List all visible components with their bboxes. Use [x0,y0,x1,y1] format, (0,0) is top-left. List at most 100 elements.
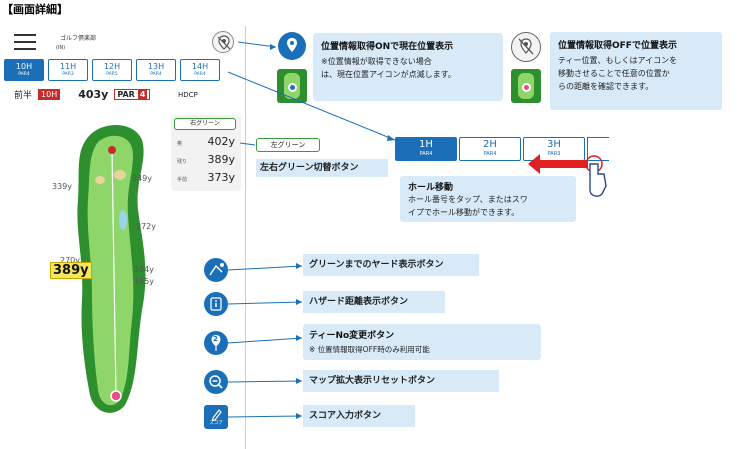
location-off-desc-2: 移動させることで任意の位置か [558,69,670,78]
hole-move-title: ホール移動 [408,183,454,193]
location-toggle-button[interactable] [212,31,234,53]
big-tab-number: 2H [483,139,497,150]
par-label: PAR [117,90,135,99]
hole-tab-par: PAR4 [150,72,162,77]
tee-position-dot [522,83,531,92]
big-tab-number: 3H [547,139,561,150]
course-name: ゴルフ倶楽部 [60,35,97,42]
target-yardage-label: 389y [50,262,92,279]
tee-pin-glyph [211,335,221,351]
green-row-label: 奥 [177,141,183,147]
distance-label: 272y [136,222,157,231]
green-row-back: 奥 402y [177,135,235,148]
info-glyph [210,297,222,311]
connector-arrowhead [387,135,395,141]
course-sub: (IN) [56,45,66,51]
hazard-button-label: ハザード距離表示ボタン [303,291,445,313]
hole-tab-number: 10H [15,62,33,71]
magnifier-glyph [209,375,223,389]
green-row-value: 402y [207,135,235,148]
location-on-callout: 位置情報取得ONで現在位置表示 ※位置情報が取得できない場合 は、現在位置アイコ… [313,33,503,101]
connector-arrowhead [296,335,302,341]
location-off-desc-1: ティー位置、もしくはアイコンを [558,56,678,65]
connector-arrowhead [296,378,302,384]
big-hole-tab-partial[interactable] [587,137,609,161]
tee-marker[interactable] [110,390,122,402]
location-off-title: 位置情報取得OFFで位置表示 [558,41,677,51]
swipe-arrow-icon [528,154,607,197]
distance-label: 339y [52,182,73,191]
big-tab-par: PAR3 [547,151,561,157]
hole-tab-par: PAR3 [62,72,74,77]
big-tab-par: PAR4 [483,151,497,157]
green-row-front: 手前 373y [177,171,235,184]
hole-tab-number: 11H [59,62,77,71]
location-on-desc-2: は、現在位置アイコンが点滅します。 [321,70,456,79]
tee-number-callout: ティーNo変更ボタン ※ 位置情報取得OFF時のみ利用可能 [303,324,541,360]
big-tab-par: PAR4 [419,151,433,157]
green-row-label: 手前 [177,177,188,183]
info-icon[interactable] [204,292,228,316]
connector-arrowhead [296,413,302,419]
hole-move-desc-2: イプでホール移動ができます。 [408,208,520,217]
connector-arrowhead [296,263,302,269]
zoom-reset-icon[interactable] [204,370,228,394]
hole-tab-par: PAR4 [18,72,30,77]
green-pin [108,146,116,154]
green-row-value: 389y [207,153,235,166]
yardage-icon[interactable] [204,258,228,282]
big-tab-number: 1H [419,139,433,150]
hdcp-label: HDCP [178,91,198,99]
location-on-desc-1: ※位置情報が取得できない場合 [321,57,432,66]
right-green-button[interactable]: 右グリーン [174,118,236,130]
current-location-dot [288,83,297,92]
pin-on-glyph [287,38,297,52]
score-icon[interactable]: スコア [204,405,228,429]
hole-move-callout: ホール移動 ホール番号をタップ、またはスワ イプでホール移動ができます。 [400,176,576,222]
zoom-reset-button-label: マップ拡大表示リセットボタン [303,370,499,392]
left-green-button[interactable]: 左グリーン [256,138,320,152]
par-number: 4 [137,90,148,99]
bunker [114,170,126,180]
course-map[interactable] [50,120,190,420]
distance-label: 185y [134,277,155,286]
green-row-value: 373y [207,171,235,184]
location-on-map-thumb [277,69,307,103]
hole-tab-number: 12H [103,62,121,71]
water-hazard [119,210,127,230]
tee-number: 2 [213,335,218,343]
hole-move-desc-1: ホール番号をタップ、またはスワ [408,195,528,204]
hole-tab-number: 13H [147,62,165,71]
connector-arrowhead [296,299,302,305]
hole-tab-par: PAR5 [106,72,118,77]
pin-off-glyph [518,38,534,55]
yardage-button-label: グリーンまでのヤード表示ボタン [303,254,479,276]
lr-green-toggle-label: 左右グリーン切替ボタン [256,159,388,177]
location-on-title: 位置情報取得ONで現在位置表示 [321,42,454,52]
current-hole-badge: 10H [38,89,61,100]
distance-label: 270y [60,256,81,265]
pin-off-icon [217,35,231,50]
tee-number-note: ※ 位置情報取得OFF時のみ利用可能 [309,345,430,354]
hole-tab-par: PAR4 [194,72,206,77]
bunker [95,176,105,184]
distance-label: 349y [132,174,153,183]
menu-icon[interactable] [14,34,36,50]
tee-number-icon[interactable]: 2 [204,331,228,355]
score-icon-text: スコア [209,421,223,426]
distance-label: 204y [134,265,155,274]
location-on-icon [278,32,306,60]
